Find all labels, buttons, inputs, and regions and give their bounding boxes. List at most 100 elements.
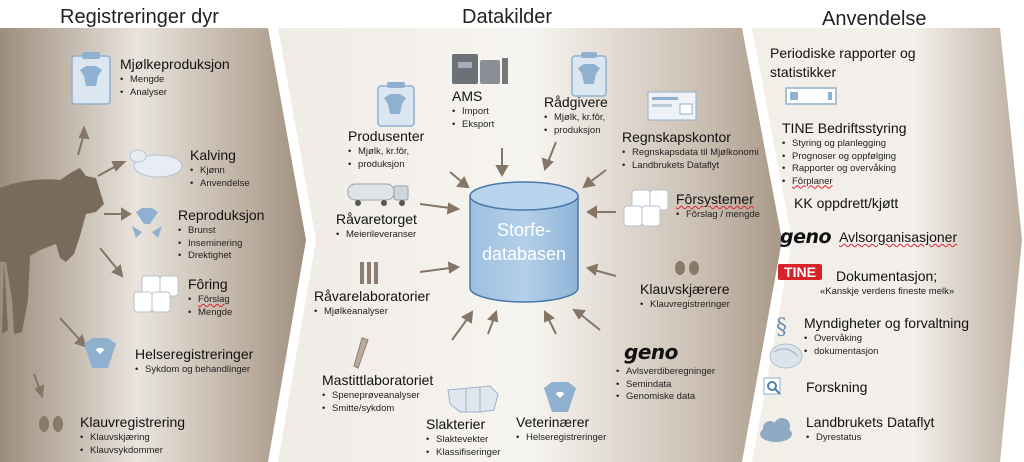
list-item: Klauvsykdommer [80, 445, 185, 458]
block-tine-documentation: Dokumentasjon; «Kanskje verdens fineste … [820, 268, 954, 297]
list-item: Anvendelse [190, 178, 250, 191]
block-ams: AMS Import Eksport [452, 88, 494, 131]
block-data-flow: Landbrukets Dataflyt Dyrestatus [806, 414, 934, 445]
block-reproduction: Reproduksjon Brunst Inseminering Drektig… [178, 207, 264, 263]
left-arrows [33, 125, 132, 399]
list-item: Fôrslag [188, 294, 232, 307]
block-advisors: Rådgivere Mjølk, kr.fôr, produksjon [544, 94, 608, 137]
block-title: Regnskapskontor [622, 129, 731, 145]
calf-icon [129, 149, 183, 178]
band-left [0, 28, 306, 462]
block-title: Mjølkeproduksjon [120, 56, 230, 72]
block-hoof-trimmers: Klauvskjærere Klauvregistreringer [640, 281, 730, 312]
list-item: Speneprøveanalyser [322, 390, 433, 403]
list-item: dokumentasjon [804, 346, 969, 359]
cow-icon [0, 168, 104, 334]
block-items: Import Eksport [452, 106, 494, 131]
block-items: Brunst Inseminering Drektighet [178, 225, 264, 263]
block-kk-breeding: KK oppdrett/kjøtt [794, 195, 899, 211]
list-item: Fôrplaner [782, 176, 906, 189]
list-item: Mjølk, kr.fôr, [348, 146, 424, 159]
clipboard-cow-icon [71, 52, 111, 105]
block-items: Mjølk, kr.fôr, produksjon [348, 146, 424, 171]
block-items: Meierileveranser [336, 229, 417, 242]
list-item: Import [452, 106, 494, 119]
hoof-icon [39, 416, 63, 432]
block-producers: Produsenter Mjølk, kr.fôr, produksjon [348, 128, 424, 171]
list-item: Mengde [120, 74, 230, 87]
block-title: Råvarelaboratorier [314, 288, 430, 304]
block-milk-production: Mjølkeproduksjon Mengde Analyser [120, 56, 230, 99]
geno-logo: geno [624, 340, 678, 364]
geno-logo: geno [780, 226, 832, 248]
database-label: Storfe- databasen [470, 218, 578, 266]
list-item: Mengde [188, 307, 232, 320]
list-item: Klassifiseringer [426, 447, 500, 460]
list-item: Eksport [452, 119, 494, 132]
block-feed-systems: Fôrsystemer Fôrslag / mengde [676, 191, 760, 222]
feed-system-icon [623, 189, 669, 227]
block-items: Slaktevekter Klassifiseringer [426, 434, 500, 459]
list-item: Klauvskjæring [80, 432, 185, 445]
block-geno-center: geno Avlsverdiberegninger Semindata Geno… [616, 340, 715, 404]
block-title: Reproduksjon [178, 207, 265, 223]
block-title: Fôring [188, 276, 228, 292]
block-items: Speneprøveanalyser Smitte/sykdom [322, 390, 433, 415]
block-title: Råvaretorget [336, 211, 417, 227]
block-authorities: Myndigheter og forvaltning Overvåking do… [804, 315, 969, 358]
block-items: Dyrestatus [806, 432, 934, 445]
header-right: Anvendelse [822, 8, 927, 30]
paragraph-icon: § [776, 315, 787, 340]
block-mastitis-lab: Mastittlaboratoriet Speneprøveanalyser S… [322, 372, 433, 415]
block-items: Styring og planlegging Prognoser og oppf… [782, 138, 906, 188]
center-arrows [419, 141, 617, 341]
advisor-clipboard-icon [571, 52, 607, 97]
tine-logo: TINE [778, 264, 822, 280]
list-item: Sykdom og behandlinger [135, 364, 253, 377]
block-items: Mjølk, kr.fôr, produksjon [544, 112, 608, 137]
list-item: Drektighet [178, 250, 264, 263]
list-item: Smitte/sykdom [322, 403, 433, 416]
block-items: Regnskapsdata til Mjølkonomi Landbrukets… [622, 147, 759, 172]
list-item: Klauvregistreringer [640, 299, 730, 312]
list-item: Regnskapsdata til Mjølkonomi [622, 147, 759, 160]
list-item: Slaktevekter [426, 434, 500, 447]
block-title: Landbrukets Dataflyt [806, 414, 935, 430]
map-icon [769, 343, 803, 369]
list-item: Meierileveranser [336, 229, 417, 242]
block-title: AMS [452, 88, 483, 104]
header-left: Registreringer dyr [60, 6, 219, 28]
producer-clipboard-icon [377, 82, 415, 127]
block-veterinarians: Veterinærer Helseregistreringer [516, 414, 606, 445]
block-items: Mjølkeanalyser [314, 306, 430, 319]
block-tine-management: TINE Bedriftsstyring Styring og planlegg… [782, 120, 906, 188]
list-item: Overvåking [804, 333, 969, 346]
list-item: Avlsverdiberegninger [616, 366, 715, 379]
test-tube-icon [353, 337, 369, 369]
block-title: Mastittlaboratoriet [322, 372, 434, 388]
block-title: Klauvregistrering [80, 414, 186, 430]
database-icon [469, 181, 579, 303]
block-items: Klauvskjæring Klauvsykdommer [80, 432, 185, 457]
list-item: Prognoser og oppfølging [782, 151, 906, 164]
list-item: Styring og planlegging [782, 138, 906, 151]
list-item: Helseregistreringer [516, 432, 606, 445]
block-title: Helseregistreringer [135, 346, 254, 362]
database-line1: Storfe- [496, 220, 552, 240]
block-calving: Kalving Kjønn Anvendelse [190, 147, 250, 190]
list-item: Kjønn [190, 165, 250, 178]
block-title: Slakterier [426, 416, 486, 432]
block-items: Mengde Analyser [120, 74, 230, 99]
list-item: Dyrestatus [806, 432, 934, 445]
header-center: Datakilder [462, 6, 553, 28]
block-items: Sykdom og behandlinger [135, 364, 253, 377]
block-items: Helseregistreringer [516, 432, 606, 445]
list-item: Fôrslag / mengde [676, 209, 760, 222]
tanker-truck-icon [347, 183, 409, 206]
block-accounting: Regnskapskontor Regnskapsdata til Mjølko… [622, 129, 759, 172]
block-items: Kjønn Anvendelse [190, 165, 250, 190]
list-item: Landbrukets Dataflyt [622, 160, 759, 173]
block-title: Kalving [190, 147, 236, 163]
test-tubes-icon [360, 262, 378, 284]
